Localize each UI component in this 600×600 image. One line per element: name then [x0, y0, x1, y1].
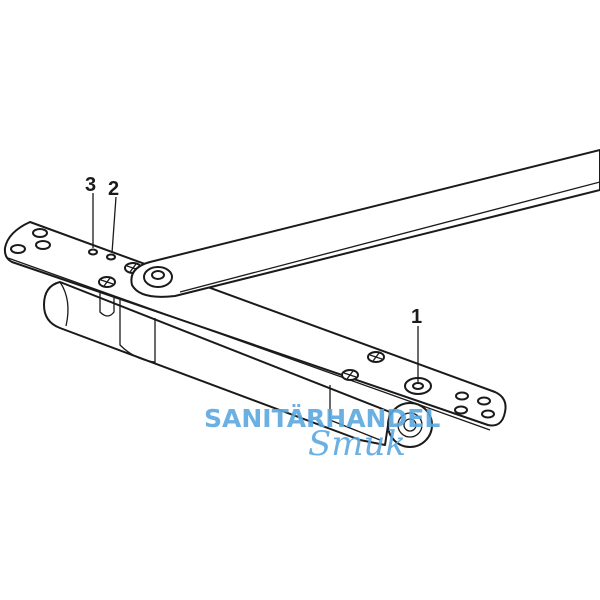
mounting-plate — [3, 221, 507, 431]
hole-3 — [88, 248, 98, 256]
label-2: 2 — [108, 178, 119, 200]
screw — [341, 369, 359, 381]
label-1: 1 — [411, 306, 422, 328]
screw — [367, 351, 385, 363]
hole-2 — [106, 253, 116, 261]
closer-arm — [130, 149, 600, 298]
label-3: 3 — [85, 174, 96, 196]
watermark-script: Smuk — [308, 424, 406, 464]
screw — [98, 276, 116, 288]
leader-lines — [92, 193, 419, 382]
watermark-text: SANITÄRHANDEL — [204, 403, 440, 433]
gear — [387, 402, 433, 448]
closer-body — [43, 281, 391, 446]
